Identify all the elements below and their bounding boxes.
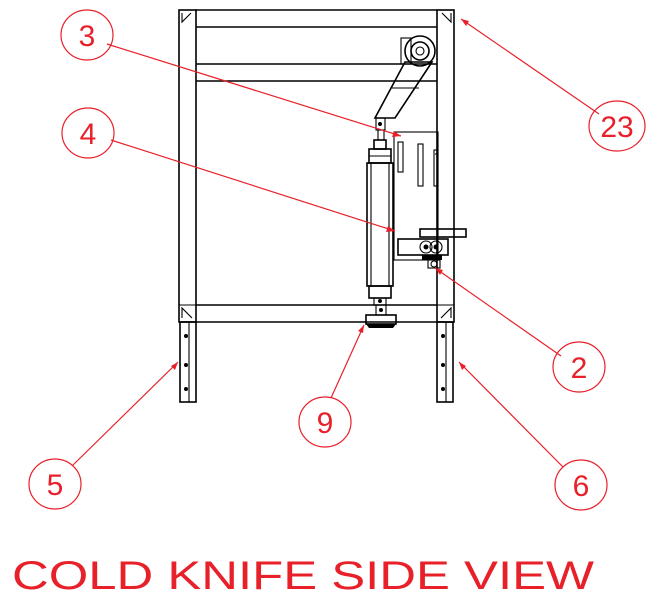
callout-4: 4	[61, 107, 396, 232]
mounting-plate	[393, 131, 439, 261]
callout-23: 23	[460, 18, 646, 152]
callout-5: 5	[28, 361, 179, 510]
right-leg	[436, 321, 454, 403]
callout-5-label: 5	[47, 469, 64, 502]
callout-23-label: 23	[600, 111, 633, 144]
callout-2-label: 2	[571, 352, 588, 385]
drawing-caption: COLD KNIFE SIDE VIEW	[12, 554, 594, 598]
callout-9: 9	[298, 324, 365, 448]
callout-3: 3	[60, 9, 402, 137]
callout-9-label: 9	[317, 407, 334, 440]
callout-4-label: 4	[80, 118, 97, 151]
left-leg	[179, 321, 197, 403]
callout-2: 2	[434, 267, 606, 393]
air-cylinder	[366, 139, 394, 306]
callout-3-label: 3	[79, 20, 96, 53]
knife-bracket	[397, 228, 467, 269]
cylinder-base-mount	[362, 304, 397, 328]
callout-6: 6	[458, 361, 608, 511]
pivot-arm	[373, 35, 436, 141]
callout-6-label: 6	[573, 470, 590, 503]
